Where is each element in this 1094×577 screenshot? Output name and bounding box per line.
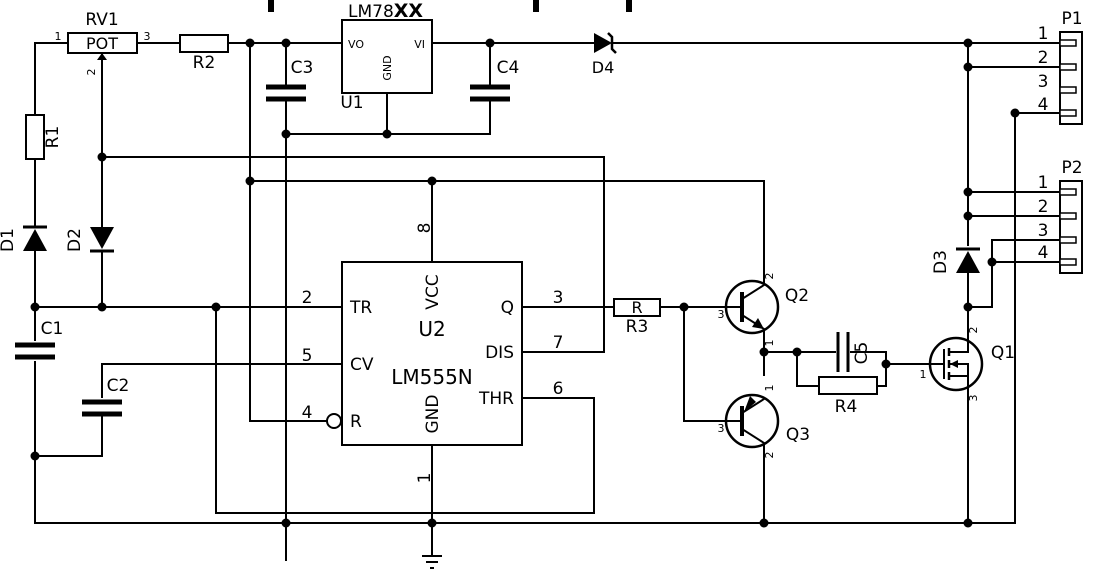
rv1-value: POT [86, 34, 118, 53]
pot-rv1: RV1 POT 1 3 2 [55, 10, 151, 76]
capacitor-c5: C5 [836, 332, 872, 372]
diode-d3: D3 [931, 247, 980, 274]
capacitor-c1: C1 [15, 319, 64, 360]
u2-pin-q: 3 [553, 288, 564, 308]
u2-pin-dis: 7 [553, 333, 564, 353]
q1-pin2: 2 [967, 327, 980, 334]
regulator-part: LM78XX [348, 0, 423, 22]
p2-pin3: 3 [1038, 221, 1049, 241]
c5-label: C5 [852, 342, 872, 365]
q3-ref: Q3 [786, 425, 810, 445]
q1-ref: Q1 [991, 343, 1015, 363]
transistor-q3: Q3 3 1 2 [718, 385, 811, 459]
timer-u2: U2 LM555N TR CV R Q DIS THR VCC GND 2 5 … [302, 223, 564, 484]
transistor-q2: Q2 3 2 1 [718, 273, 810, 347]
d4-label: D4 [592, 58, 615, 77]
connector-p1: P1 1 2 3 4 [1038, 9, 1083, 125]
u2-pin-cv: 5 [302, 346, 313, 366]
c2-label: C2 [107, 376, 130, 396]
u2-pin-thr: 6 [553, 379, 564, 399]
p1-pin1: 1 [1038, 24, 1049, 44]
resistor-r2: R2 [179, 34, 229, 73]
p2-pin1: 1 [1038, 173, 1049, 193]
u2-pin-vcc: 8 [415, 223, 435, 234]
junctions [30, 38, 1020, 528]
u2-pin-gnd: 1 [415, 473, 435, 484]
u2-dis: DIS [485, 343, 514, 363]
p1-pin2: 2 [1038, 48, 1049, 68]
c4-label: C4 [497, 58, 520, 78]
wires [34, 42, 1061, 561]
connector-p2: P2 1 2 3 4 [1038, 158, 1083, 274]
regulator-u1: LM78XX VO VI GND U1 [340, 0, 433, 113]
mosfet-q1: Q1 1 2 3 [920, 327, 1016, 402]
u1-ref: U1 [340, 93, 363, 113]
u2-gnd: GND [423, 395, 443, 434]
rv1-ref: RV1 [85, 10, 118, 30]
u2-pin-tr: 2 [302, 288, 313, 308]
u1-vi: VI [414, 38, 425, 51]
capacitor-c2: C2 [82, 376, 130, 417]
r3-body-label: R [631, 298, 642, 317]
u2-vcc: VCC [423, 274, 443, 309]
q2-pin2: 2 [763, 273, 776, 280]
u2-ref: U2 [418, 317, 445, 341]
u2-tr: TR [349, 298, 372, 318]
r3-label: R3 [626, 317, 649, 337]
d2-label: D2 [65, 228, 85, 252]
q1-pin3: 3 [967, 395, 980, 402]
q3-pin1: 1 [763, 385, 776, 392]
p2-pin2: 2 [1038, 197, 1049, 217]
d3-label: D3 [931, 250, 951, 274]
d1-label: D1 [0, 228, 18, 252]
r4-label: R4 [835, 397, 858, 417]
r2-label: R2 [193, 53, 216, 73]
u2-pin-r: 4 [302, 403, 313, 423]
diode-d4: D4 [592, 32, 617, 77]
rv1-pin2: 2 [85, 69, 98, 76]
p1-pin3: 3 [1038, 72, 1049, 92]
p2-pin4: 4 [1038, 243, 1049, 263]
q2-ref: Q2 [785, 286, 809, 306]
resistor-r1: R1 [25, 114, 63, 160]
resistor-r3: R R3 [613, 298, 661, 337]
diode-d2: D2 [65, 227, 114, 253]
q3-pin2: 2 [763, 452, 776, 459]
u2-thr: THR [478, 389, 514, 409]
rv1-pin3: 3 [144, 30, 151, 43]
q2-pin1: 1 [763, 340, 776, 347]
u2-r: R [350, 412, 362, 432]
p1-ref: P1 [1061, 9, 1082, 29]
u2-q: Q [501, 298, 514, 318]
p1-pin4: 4 [1038, 95, 1049, 115]
q2-pin3: 3 [718, 308, 725, 321]
capacitor-c4: C4 [470, 58, 520, 102]
r1-label: R1 [43, 126, 63, 149]
q3-pin3: 3 [718, 422, 725, 435]
p2-ref: P2 [1061, 158, 1082, 178]
u1-vo: VO [348, 38, 364, 51]
q1-pin1: 1 [920, 368, 927, 381]
cropped-title-fragment [268, 0, 632, 12]
ground-icon [422, 555, 442, 569]
c1-label: C1 [41, 319, 64, 339]
rv1-pin1: 1 [55, 30, 62, 43]
u1-gnd: GND [381, 55, 394, 80]
capacitor-c3: C3 [266, 58, 314, 102]
c3-label: C3 [291, 58, 314, 78]
u2-cv: CV [350, 355, 374, 375]
resistor-r4: R4 [818, 376, 878, 417]
diode-d1: D1 [0, 225, 47, 252]
u2-part: LM555N [391, 365, 473, 389]
